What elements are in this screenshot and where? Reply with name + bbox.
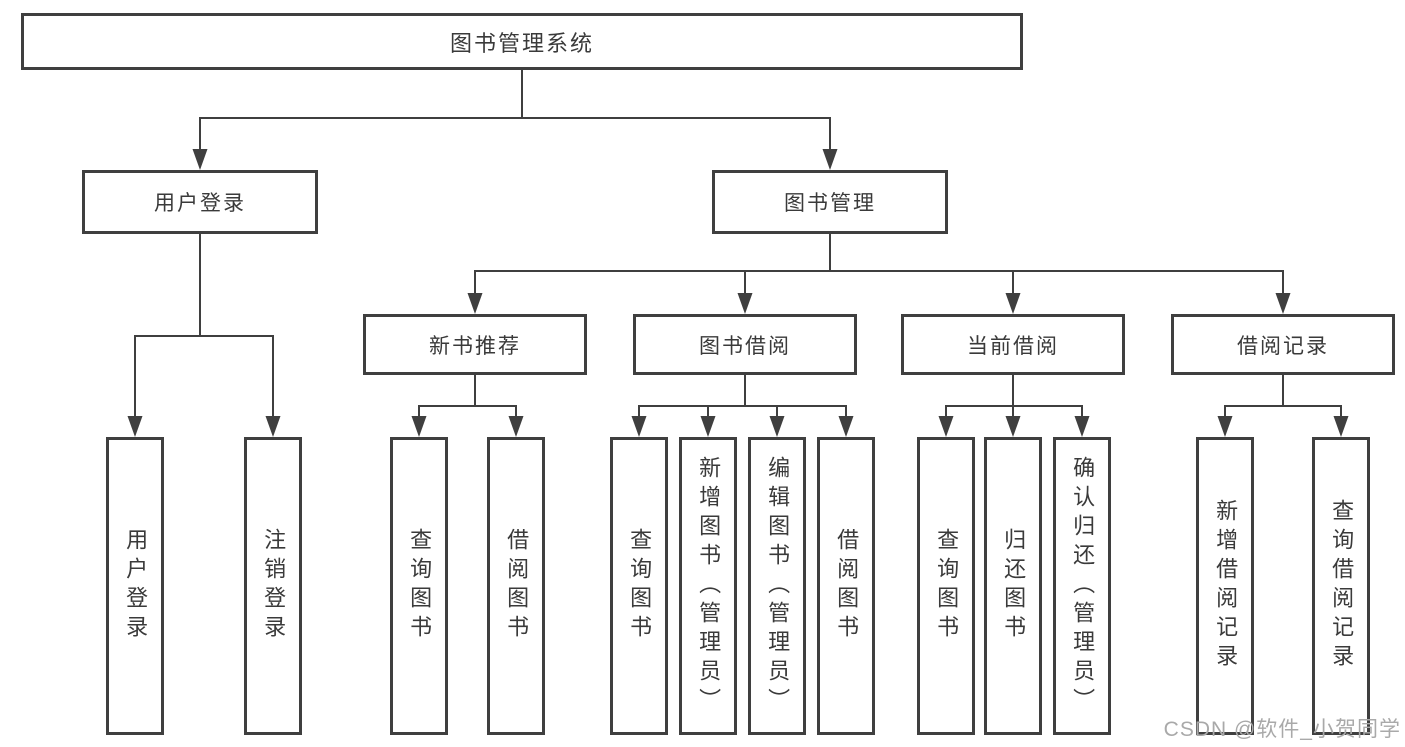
leaf-edit-book-admin: 编辑图书（管理员） [748, 437, 806, 735]
node-book-borrowing: 图书借阅 [633, 314, 857, 375]
leaf-borrow-books-1-label: 借阅图书 [504, 528, 530, 644]
node-current-borrowing: 当前借阅 [901, 314, 1125, 375]
leaf-user-login-label: 用户登录 [123, 528, 149, 644]
node-library-system: 图书管理系统 [21, 13, 1023, 70]
node-book-management: 图书管理 [712, 170, 948, 234]
leaf-query-books-2-label: 查询图书 [627, 528, 653, 644]
node-user-login-label: 用户登录 [154, 192, 246, 215]
leaf-add-borrow-record: 新增借阅记录 [1196, 437, 1254, 735]
leaf-add-book-admin-label: 新增图书（管理员） [696, 455, 722, 717]
node-new-book-recommend: 新书推荐 [363, 314, 587, 375]
csdn-watermark: CSDN @软件_小贺同学 [1163, 718, 1401, 741]
leaf-query-borrow-record: 查询借阅记录 [1312, 437, 1370, 735]
leaf-user-login: 用户登录 [106, 437, 164, 735]
node-book-management-label: 图书管理 [784, 192, 876, 215]
leaf-edit-book-admin-label: 编辑图书（管理员） [765, 455, 791, 717]
node-library-system-label: 图书管理系统 [449, 30, 594, 56]
leaf-logout: 注销登录 [244, 437, 302, 735]
leaf-return-books: 归还图书 [984, 437, 1042, 735]
leaf-query-books-1: 查询图书 [390, 437, 448, 735]
leaf-add-borrow-record-label: 新增借阅记录 [1213, 499, 1239, 673]
leaf-query-borrow-record-label: 查询借阅记录 [1329, 499, 1355, 673]
leaf-borrow-books-2-label: 借阅图书 [834, 528, 860, 644]
node-borrowing-records: 借阅记录 [1171, 314, 1395, 375]
node-borrowing-records-label: 借阅记录 [1237, 334, 1329, 358]
leaf-borrow-books-1: 借阅图书 [487, 437, 545, 735]
node-new-book-recommend-label: 新书推荐 [429, 334, 521, 358]
leaf-logout-label: 注销登录 [261, 528, 287, 644]
leaf-query-books-2: 查询图书 [610, 437, 668, 735]
node-current-borrowing-label: 当前借阅 [967, 334, 1059, 358]
arrowheads [127, 149, 1349, 437]
leaf-borrow-books-2: 借阅图书 [817, 437, 875, 735]
leaf-confirm-return-admin-label: 确认归还（管理员） [1070, 455, 1096, 717]
leaf-add-book-admin: 新增图书（管理员） [679, 437, 737, 735]
leaf-query-books-1-label: 查询图书 [407, 528, 433, 644]
node-book-borrowing-label: 图书借阅 [699, 334, 791, 358]
leaf-query-books-3-label: 查询图书 [934, 528, 960, 644]
node-user-login: 用户登录 [82, 170, 318, 234]
leaf-return-books-label: 归还图书 [1001, 528, 1027, 644]
leaf-query-books-3: 查询图书 [917, 437, 975, 735]
leaf-confirm-return-admin: 确认归还（管理员） [1053, 437, 1111, 735]
